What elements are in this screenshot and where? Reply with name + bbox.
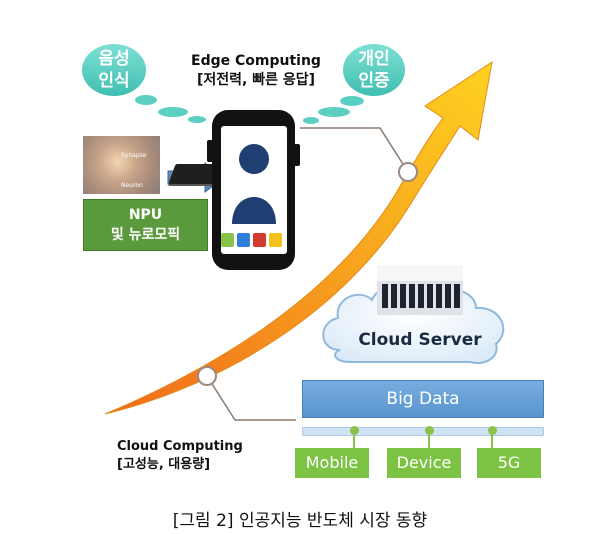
bubble-dot bbox=[188, 116, 206, 123]
figure-caption: [그림 2] 인공지능 반도체 시장 동향 bbox=[172, 511, 428, 531]
speech-recognition-label: 음성 인식 bbox=[98, 49, 130, 91]
speech-recognition-bubble: 음성 인식 bbox=[82, 44, 146, 96]
5g-box: 5G bbox=[477, 448, 541, 478]
network-node bbox=[425, 426, 434, 435]
cloud-computing-label: Cloud Computing [고성능, 대용량] bbox=[117, 438, 277, 474]
neuromorphic-label: 및 뉴로모픽 bbox=[110, 227, 181, 243]
mobile-box: Mobile bbox=[295, 448, 369, 478]
network-node bbox=[488, 426, 497, 435]
personal-auth-bubble: 개인 인증 bbox=[343, 44, 405, 96]
phone-side-button bbox=[294, 144, 300, 166]
server-ceiling bbox=[377, 265, 463, 281]
network-node bbox=[350, 426, 359, 435]
edge-computing-title: Edge Computing bbox=[191, 53, 321, 69]
personal-auth-label: 개인 인증 bbox=[358, 49, 390, 91]
phone-side-button bbox=[207, 140, 213, 162]
cloud-connector bbox=[206, 375, 296, 421]
edge-computing-label: Edge Computing [저전력, 빠른 응답] bbox=[176, 52, 336, 90]
network-bar bbox=[302, 427, 544, 436]
cloud-server-label: Cloud Server bbox=[358, 330, 482, 350]
big-data-box: Big Data bbox=[302, 380, 544, 418]
bubble-dot bbox=[158, 107, 188, 117]
npu-neuromorphic-box: NPU 및 뉴로모픽 bbox=[83, 199, 208, 251]
app-icon-blue bbox=[237, 233, 250, 247]
growth-arrow bbox=[104, 60, 493, 415]
edge-connector bbox=[300, 127, 409, 173]
neuron-label: Neuron bbox=[121, 182, 143, 189]
neuron-photo: Synapse Neuron bbox=[83, 136, 160, 194]
app-icon-red bbox=[253, 233, 266, 247]
server-racks bbox=[382, 284, 460, 308]
app-icon-green bbox=[221, 233, 234, 247]
npu-label: NPU bbox=[128, 207, 163, 223]
device-box: Device bbox=[387, 448, 461, 478]
synapse-label: Synapse bbox=[121, 152, 147, 159]
bubble-dot bbox=[303, 117, 319, 124]
bubble-dot bbox=[340, 96, 364, 106]
cloud-node-circle bbox=[197, 366, 217, 386]
cloud-computing-title: Cloud Computing bbox=[117, 439, 243, 454]
app-icon-yellow bbox=[269, 233, 282, 247]
user-avatar-icon bbox=[232, 144, 276, 224]
bubble-dot bbox=[318, 107, 350, 117]
cloud-computing-subtitle: [고성능, 대용량] bbox=[117, 457, 211, 472]
bubble-dot bbox=[135, 95, 157, 105]
edge-node-circle bbox=[398, 162, 418, 182]
edge-computing-subtitle: [저전력, 빠른 응답] bbox=[196, 72, 316, 88]
